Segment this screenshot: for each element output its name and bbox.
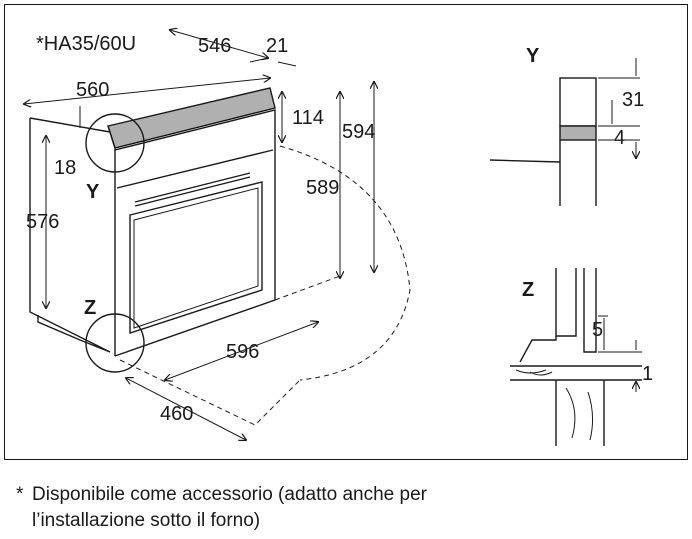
footnote: * Disponibile come accessorio (adatto an… (16, 482, 676, 534)
dim-width: 596 (226, 341, 259, 363)
dim-panel-height: 114 (292, 107, 324, 129)
detail-z-dim-bottom: 1 (642, 363, 653, 385)
dim-side-depth: 560 (76, 79, 109, 101)
door-handle (134, 172, 251, 207)
detail-z-support (555, 380, 605, 446)
dimline-21 (249, 57, 297, 67)
door-swing-arc (279, 145, 411, 381)
detail-y-panel (559, 77, 597, 127)
door-window (129, 181, 263, 334)
detail-circle-y (85, 113, 145, 173)
oven-front (114, 109, 276, 357)
detail-y-dim-slot: 4 (614, 127, 625, 149)
dim-top-gap: 18 (54, 157, 76, 179)
detail-y-walls (559, 140, 597, 206)
detail-z-wood-grain (515, 369, 594, 441)
dim-cabinet-height: 576 (26, 211, 59, 233)
dimline-560 (24, 78, 270, 104)
front-left-edge (107, 125, 116, 356)
dim-top-depth: 546 (198, 35, 231, 57)
detail-y: Y 31 4 (489, 45, 644, 206)
footnote-line-2: l’installazione sotto il forno) (32, 510, 261, 531)
cabinet-side-outline (29, 118, 111, 353)
footnote-line-1: Disponibile come accessorio (adatto anch… (32, 484, 427, 505)
cabinet-bottom (37, 315, 111, 353)
detail-z-ext-lines (598, 315, 642, 353)
dim-door-depth: 460 (160, 403, 193, 425)
detail-y-arrows (611, 58, 636, 158)
label-y-main: Y (86, 181, 100, 203)
dim-total-height: 594 (342, 121, 375, 143)
dimline-596 (165, 322, 318, 380)
door-open-outline (119, 359, 301, 426)
oven-body (29, 87, 276, 357)
control-strip (116, 149, 274, 189)
detail-z-walls (555, 268, 597, 353)
detail-z-arrows (603, 318, 636, 392)
cabinet-top-edge (29, 117, 111, 133)
diagram-frame (4, 4, 688, 460)
accessory-panel (107, 87, 276, 149)
detail-y-shelf (489, 159, 561, 163)
detail-circle-z (85, 313, 145, 373)
door-window-inner (133, 187, 259, 329)
footnote-marker: * (16, 484, 24, 505)
dim-panel-thickness: 21 (266, 35, 288, 57)
detail-z: Z 5 1 (510, 268, 653, 446)
door-hinge-line (274, 275, 341, 301)
detail-y-dim-top: 31 (622, 89, 644, 111)
accessory-code-label: *HA35/60U (36, 33, 136, 55)
dimline-546 (170, 30, 268, 58)
detail-y-slot (559, 125, 597, 141)
dimension-lines (24, 30, 374, 440)
detail-y-ext-lines (598, 77, 640, 141)
dimline-460 (126, 378, 246, 440)
detail-z-dim-top: 5 (592, 319, 603, 341)
detail-z-shelf (510, 365, 642, 381)
detail-z-foot (519, 336, 557, 363)
dim-front-height: 589 (306, 177, 339, 199)
label-z-main: Z (84, 297, 96, 319)
detail-y-label: Y (526, 45, 540, 67)
detail-z-label: Z (522, 279, 534, 301)
